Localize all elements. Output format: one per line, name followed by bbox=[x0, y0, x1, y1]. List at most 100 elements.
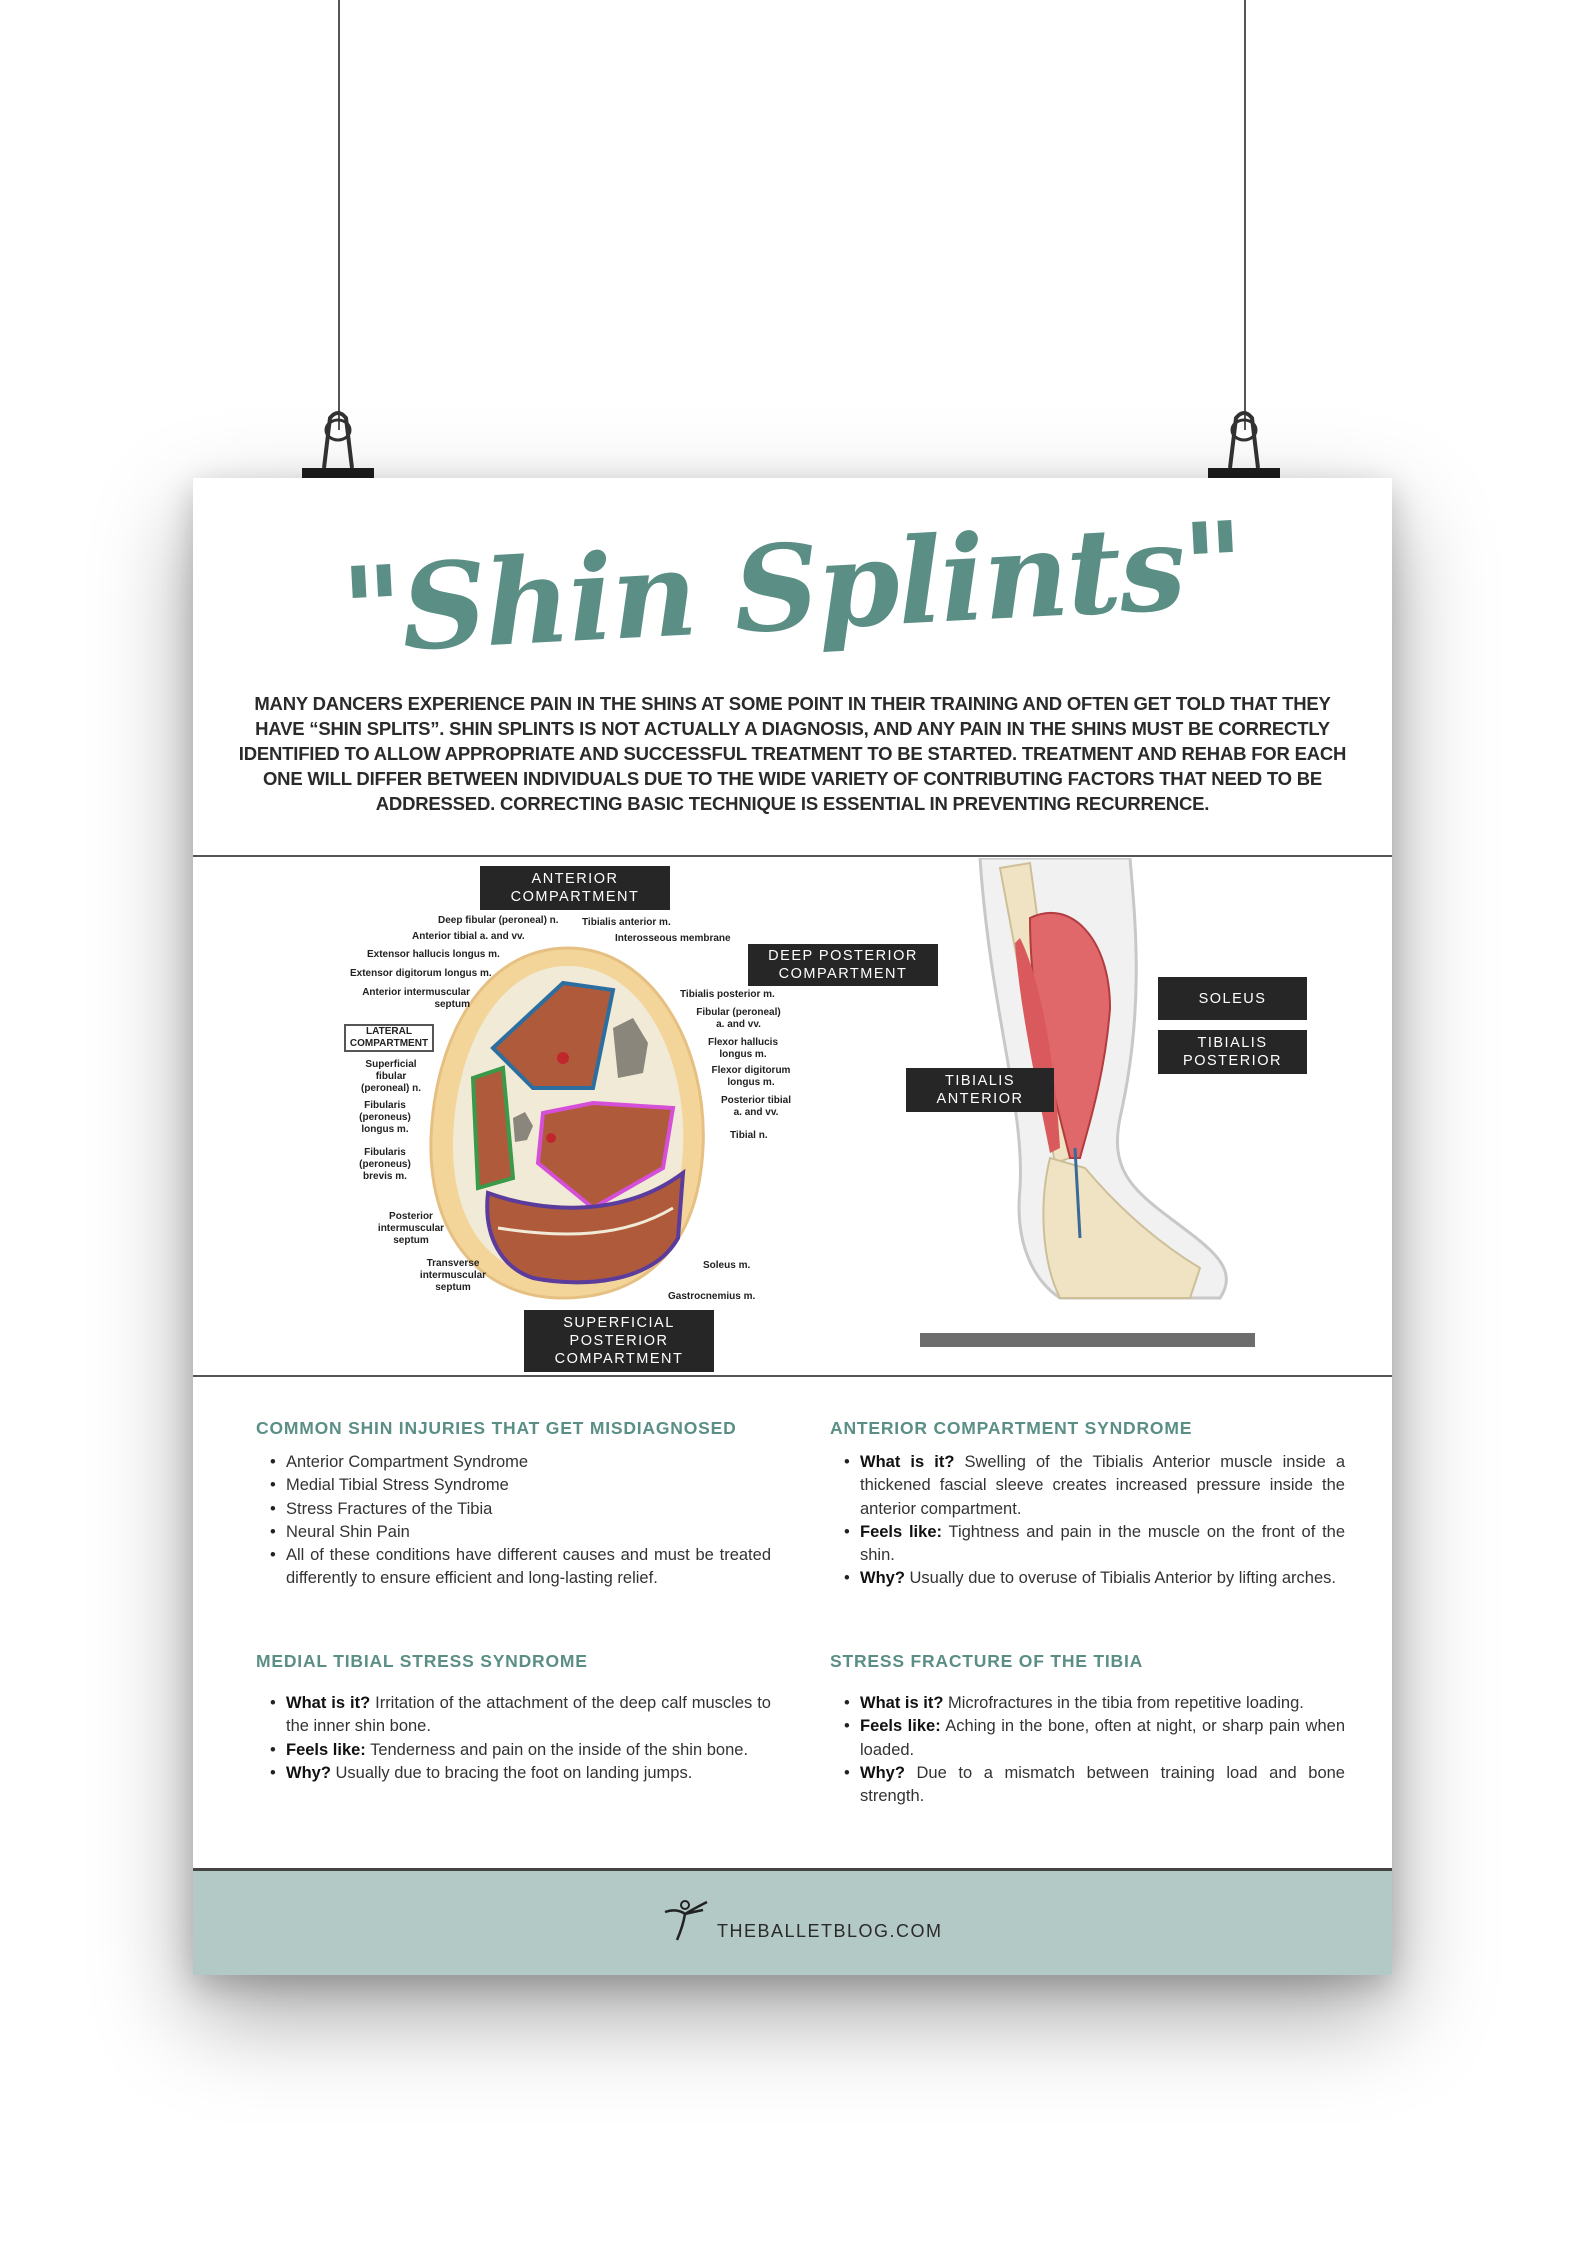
label-line: septum bbox=[435, 1282, 471, 1293]
soleus-tag: SOLEUS bbox=[1158, 977, 1307, 1020]
list-item: Why? Due to a mismatch between training … bbox=[844, 1762, 1345, 1809]
hanging-string-left bbox=[338, 0, 340, 430]
label-interosseous: Interosseous membrane bbox=[615, 933, 731, 944]
divider bbox=[193, 855, 1392, 857]
list-item: What is it? Microfractures in the tibia … bbox=[844, 1692, 1345, 1716]
tag-line: ANTERIOR bbox=[531, 871, 619, 887]
tag-line: COMPARTMENT bbox=[510, 889, 640, 905]
section-heading: ANTERIOR COMPARTMENT SYNDROME bbox=[830, 1418, 1193, 1438]
label-extensor-hallucis: Extensor hallucis longus m. bbox=[367, 949, 500, 960]
item-text: Irritation of the attachment of the deep… bbox=[286, 1694, 771, 1736]
intro-text: MANY DANCERS EXPERIENCE PAIN IN THE SHIN… bbox=[238, 693, 1347, 814]
label-line: Flexor hallucis bbox=[707, 1037, 779, 1048]
section-heading: COMMON SHIN INJURIES THAT GET MISDIAGNOS… bbox=[256, 1418, 737, 1438]
label-line: longus m. bbox=[361, 1124, 409, 1135]
item-key: Feels like: bbox=[860, 1717, 941, 1736]
superficial-posterior-compartment-tag: SUPERFICIAL POSTERIOR COMPARTMENT bbox=[524, 1310, 714, 1372]
item-key: What is it? bbox=[286, 1694, 371, 1712]
leg-cross-section-illustration bbox=[429, 946, 705, 1300]
anterior-compartment-tag: ANTERIOR COMPARTMENT bbox=[480, 866, 670, 910]
divider bbox=[193, 1375, 1392, 1377]
list-item: Stress Fractures of the Tibia bbox=[270, 1498, 771, 1522]
item-text: Aching in the bone, often at night, or s… bbox=[860, 1717, 1346, 1759]
label-tibialis-anterior: Tibialis anterior m. bbox=[582, 917, 671, 928]
label-fibularis-longus: Fibularis(peroneus)longus m. bbox=[353, 1100, 417, 1136]
list-item: Feels like: Tenderness and pain on the i… bbox=[270, 1739, 771, 1763]
item-key: Feels like: bbox=[286, 1740, 366, 1759]
label-line: intermuscular bbox=[419, 1270, 487, 1281]
label-deep-fibular: Deep fibular (peroneal) n. bbox=[438, 915, 559, 926]
label-line: Posterior bbox=[389, 1211, 433, 1222]
poster: "Shin Splints" MANY DANCERS EXPERIENCE P… bbox=[193, 478, 1392, 1975]
tag-line: TIBIALIS bbox=[944, 1073, 1016, 1089]
list-item: All of these conditions have different c… bbox=[270, 1544, 771, 1591]
item-text: Usually due to bracing the foot on landi… bbox=[330, 1763, 693, 1782]
tag-line: ANTERIOR bbox=[936, 1091, 1024, 1107]
item-text: Swelling of the Tibialis Anterior muscle… bbox=[860, 1453, 1346, 1518]
item-key: Why? bbox=[286, 1763, 331, 1782]
label-line: (peroneal) n. bbox=[360, 1083, 421, 1094]
list-item: What is it? Irritation of the attachment… bbox=[270, 1692, 771, 1739]
list-item: Why? Usually due to overuse of Tibialis … bbox=[844, 1567, 1345, 1591]
leg-muscle-illustration bbox=[920, 858, 1255, 1347]
section-anterior-compartment: ANTERIOR COMPARTMENT SYNDROME What is it… bbox=[830, 1418, 1345, 1591]
list-item: Anterior Compartment Syndrome bbox=[270, 1451, 771, 1475]
list-item: Why? Usually due to bracing the foot on … bbox=[270, 1762, 771, 1786]
section-heading: MEDIAL TIBIAL STRESS SYNDROME bbox=[256, 1651, 588, 1671]
tag-line: POSTERIOR bbox=[1183, 1053, 1282, 1069]
list-item: Feels like: Tightness and pain in the mu… bbox=[844, 1521, 1345, 1568]
item-key: What is it? bbox=[860, 1453, 955, 1471]
dancer-icon bbox=[664, 1900, 708, 1941]
deep-posterior-compartment-tag: DEEP POSTERIOR COMPARTMENT bbox=[748, 944, 938, 986]
item-text: Tightness and pain in the muscle on the … bbox=[860, 1522, 1346, 1565]
label-fibularis-brevis: Fibularis(peroneus)brevis m. bbox=[353, 1147, 417, 1183]
footer-logo[interactable]: THEBALLETBLOG.COM bbox=[663, 1896, 943, 1942]
hanging-string-right bbox=[1244, 0, 1246, 430]
item-key: What is it? bbox=[860, 1694, 944, 1712]
label-line: a. and vv. bbox=[716, 1019, 761, 1030]
item-text: Tenderness and pain on the inside of the… bbox=[365, 1740, 749, 1759]
label-line: Anterior intermuscular bbox=[362, 987, 470, 998]
tag-line: SUPERFICIAL bbox=[563, 1315, 675, 1331]
tag-line: COMPARTMENT bbox=[778, 966, 908, 982]
section-medial-tibial: MEDIAL TIBIAL STRESS SYNDROME What is it… bbox=[256, 1651, 771, 1785]
item-key: Feels like: bbox=[860, 1522, 942, 1541]
poster-title: "Shin Splints" bbox=[338, 494, 1247, 681]
section-heading: STRESS FRACTURE OF THE TIBIA bbox=[830, 1651, 1144, 1671]
item-text: Microfractures in the tibia from repetit… bbox=[943, 1694, 1304, 1712]
tibialis-anterior-tag: TIBIALIS ANTERIOR bbox=[906, 1068, 1054, 1112]
label-fibular-artery: Fibular (peroneal)a. and vv. bbox=[691, 1007, 786, 1031]
list-item: What is it? Swelling of the Tibialis Ant… bbox=[844, 1451, 1345, 1521]
label-line: fibular bbox=[375, 1071, 407, 1082]
label-line: Transverse bbox=[426, 1258, 480, 1269]
item-key: Why? bbox=[860, 1569, 905, 1588]
label-soleus: Soleus m. bbox=[703, 1260, 751, 1271]
label-line: Fibularis bbox=[364, 1100, 406, 1111]
label-tibial-nerve: Tibial n. bbox=[730, 1130, 768, 1141]
label-line: septum bbox=[434, 999, 470, 1010]
label-line: a. and vv. bbox=[733, 1107, 779, 1118]
label-line: septum bbox=[393, 1235, 429, 1246]
tag-line: SOLEUS bbox=[1198, 990, 1267, 1007]
section-common-injuries: COMMON SHIN INJURIES THAT GET MISDIAGNOS… bbox=[256, 1418, 771, 1591]
tag-line: DEEP POSTERIOR bbox=[768, 948, 918, 964]
site-name: THEBALLETBLOG.COM bbox=[717, 1921, 943, 1941]
label-tibialis-posterior: Tibialis posterior m. bbox=[680, 989, 775, 1000]
label-line: (peroneus) bbox=[359, 1159, 411, 1170]
label-line: longus m. bbox=[719, 1049, 767, 1060]
tag-line: LATERAL bbox=[366, 1026, 412, 1037]
tag-line: COMPARTMENT bbox=[554, 1351, 684, 1367]
list-item: Neural Shin Pain bbox=[270, 1521, 771, 1545]
tag-line: POSTERIOR bbox=[569, 1333, 669, 1349]
label-line: longus m. bbox=[727, 1077, 775, 1088]
label-line: Flexor digitorum bbox=[711, 1065, 791, 1076]
label-line: intermuscular bbox=[377, 1223, 445, 1234]
item-text: Usually due to overuse of Tibialis Anter… bbox=[904, 1569, 1336, 1588]
